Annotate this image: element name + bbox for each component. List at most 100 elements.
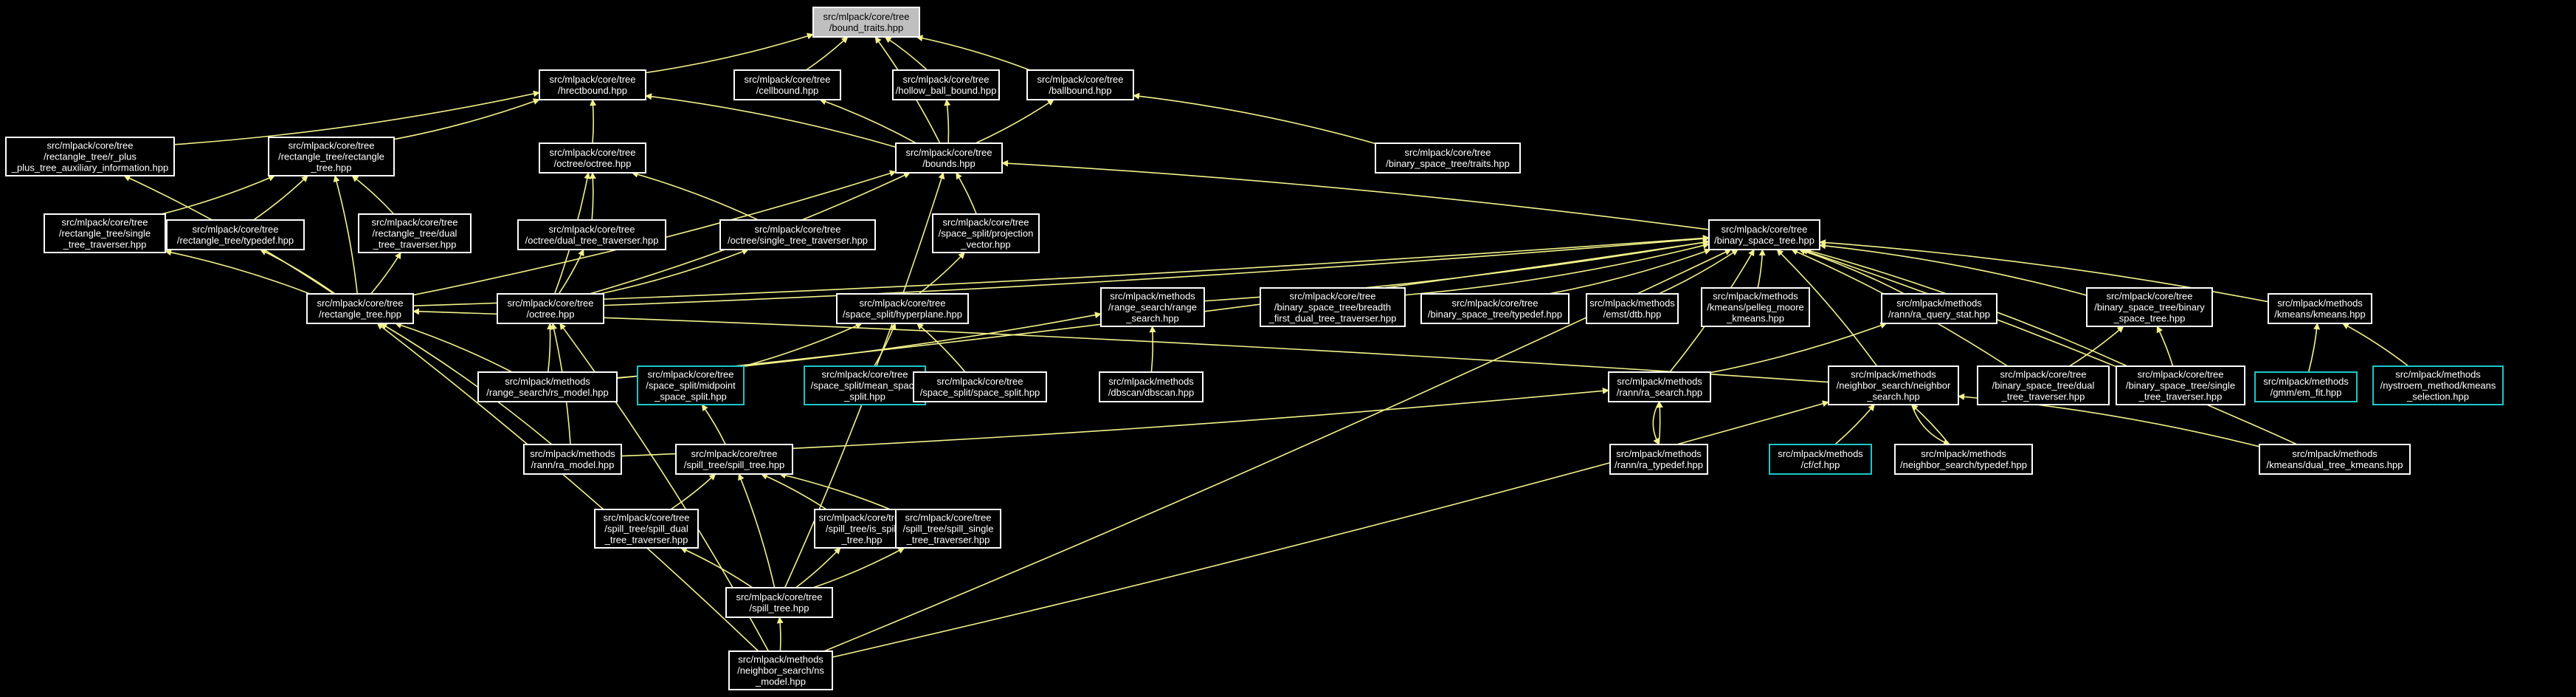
node-cf[interactable]: src/mlpack/methods/cf/cf.hpp <box>1769 444 1872 475</box>
node-kmeans[interactable]: src/mlpack/methods/kmeans/kmeans.hpp <box>2268 293 2372 324</box>
node-hyperplane[interactable]: src/mlpack/core/tree/space_split/hyperpl… <box>836 293 969 324</box>
node-box <box>5 137 175 176</box>
node-label-line: /binary_space_tree/traits.hpp <box>1386 158 1510 169</box>
node-label-line: /rectangle_tree/rectangle <box>278 151 384 162</box>
edge-ns_model-to-spill_tree <box>776 617 784 652</box>
node-bst-traits[interactable]: src/mlpack/core/tree/binary_space_tree/t… <box>1375 143 1521 174</box>
node-label-line: /neighbor_search/typedef.hpp <box>1900 459 2027 470</box>
node-label-line: src/mlpack/core/tree <box>317 298 403 309</box>
node-box <box>892 69 1000 100</box>
edge-nystroem-to-kmeans <box>2341 323 2409 367</box>
node-label-line: src/mlpack/methods <box>2395 369 2481 380</box>
edge-em_fit-to-kmeans <box>2307 323 2321 373</box>
node-bst-dual[interactable]: src/mlpack/core/tree/binary_space_tree/d… <box>1977 365 2110 405</box>
node-space-split[interactable]: src/mlpack/core/tree/space_split/space_s… <box>913 371 1047 402</box>
node-box <box>1769 444 1872 475</box>
edge-spill_dual-to-spill_spill <box>670 473 716 510</box>
node-ra-typedef[interactable]: src/mlpack/methods/rann/ra_typedef.hpp <box>1609 444 1708 475</box>
node-octree-single[interactable]: src/mlpack/core/tree/octree/single_tree_… <box>719 219 876 250</box>
node-bst-single[interactable]: src/mlpack/core/tree/binary_space_tree/s… <box>2116 365 2245 405</box>
node-mean-split[interactable]: src/mlpack/core/tree/space_split/mean_sp… <box>804 365 926 405</box>
node-box <box>166 219 305 250</box>
edge-spill_tree-to-spill_spill <box>738 473 776 588</box>
node-range-search[interactable]: src/mlpack/methods/range_search/range_se… <box>1100 287 1205 327</box>
node-box <box>2372 365 2504 405</box>
edge-spill_tree-to-spill_is <box>795 547 841 588</box>
node-ns-search[interactable]: src/mlpack/methods/neighbor_search/neigh… <box>1828 365 1959 405</box>
node-label-line: _tree_traverser.hpp <box>604 535 688 546</box>
node-projection[interactable]: src/mlpack/core/tree/space_split/project… <box>932 213 1040 253</box>
node-label-line: _vector.hpp <box>960 239 1010 250</box>
node-spill-spill[interactable]: src/mlpack/core/tree/spill_tree/spill_tr… <box>675 444 793 475</box>
node-rect-single[interactable]: src/mlpack/core/tree/rectangle_tree/sing… <box>44 213 166 253</box>
node-spill-tree[interactable]: src/mlpack/core/tree/spill_tree.hpp <box>725 587 833 618</box>
node-rect-dual[interactable]: src/mlpack/core/tree/rectangle_tree/dual… <box>358 213 472 253</box>
node-label-line: _space_tree.hpp <box>2113 313 2186 324</box>
node-nystroem[interactable]: src/mlpack/methods/nystroem_method/kmean… <box>2372 365 2504 405</box>
node-em-fit[interactable]: src/mlpack/methods/gmm/em_fit.hpp <box>2254 371 2358 402</box>
node-label-line: src/mlpack/core/tree <box>902 74 989 85</box>
edge-ns_search-to-ns_typedef <box>1910 404 1950 446</box>
node-octree-octree[interactable]: src/mlpack/core/tree/octree/octree.hpp <box>539 143 646 174</box>
node-emst[interactable]: src/mlpack/methods/emst/dtb.hpp <box>1586 293 1679 324</box>
node-box <box>268 137 395 176</box>
node-dual-tree-kmeans[interactable]: src/mlpack/methods/kmeans/dual_tree_kmea… <box>2259 444 2411 475</box>
edge-spill_single-to-spill_spill <box>778 472 897 512</box>
node-ballbound[interactable]: src/mlpack/core/tree/ballbound.hpp <box>1026 69 1134 100</box>
node-hrectbound[interactable]: src/mlpack/core/tree/hrectbound.hpp <box>539 69 646 100</box>
node-pelleg[interactable]: src/mlpack/methods/kmeans/pelleg_moore_k… <box>1701 287 1810 327</box>
node-box <box>733 69 841 100</box>
node-box <box>2086 287 2213 327</box>
node-r-plus-aux[interactable]: src/mlpack/core/tree/rectangle_tree/r_pl… <box>5 137 175 176</box>
node-bst-breadth[interactable]: src/mlpack/core/tree/binary_space_tree/b… <box>1260 287 1406 327</box>
node-rect-rect[interactable]: src/mlpack/core/tree/rectangle_tree/rect… <box>268 137 395 176</box>
edge-pelleg-to-bst <box>1757 249 1766 289</box>
node-label-line: /spill_tree/spill_dual <box>604 523 688 535</box>
edge-ra_search-to-ra_typedef <box>1652 401 1660 445</box>
node-box <box>44 213 166 253</box>
node-bst[interactable]: src/mlpack/core/tree/binary_space_tree.h… <box>1708 219 1820 250</box>
nodes-layer: src/mlpack/core/tree/bound_traits.hppsrc… <box>5 7 2504 690</box>
edge-hyperplane-to-projection <box>918 252 965 295</box>
node-bst-bst[interactable]: src/mlpack/core/tree/binary_space_tree/b… <box>2086 287 2213 327</box>
node-label-line: _split.hpp <box>843 391 885 402</box>
node-octree[interactable]: src/mlpack/core/tree/octree.hpp <box>497 293 604 324</box>
edge-bst-to-bounds <box>1001 159 1710 230</box>
node-box <box>1708 219 1820 250</box>
node-ra-model[interactable]: src/mlpack/methods/rann/ra_model.hpp <box>523 444 622 475</box>
node-rectangle-tree[interactable]: src/mlpack/core/tree/rectangle_tree.hpp <box>306 293 414 324</box>
node-dbscan[interactable]: src/mlpack/methods/dbscan/dbscan.hpp <box>1099 371 1204 402</box>
node-spill-dual[interactable]: src/mlpack/core/tree/spill_tree/spill_du… <box>594 509 699 549</box>
node-ns-model[interactable]: src/mlpack/methods/neighbor_search/ns_mo… <box>728 650 833 690</box>
node-bounds[interactable]: src/mlpack/core/tree/bounds.hpp <box>895 143 1003 174</box>
node-ra-search[interactable]: src/mlpack/methods/rann/ra_search.hpp <box>1608 371 1711 402</box>
edge-ns_model-to-ns_search <box>832 400 1829 658</box>
node-label-line: /rectangle_tree.hpp <box>319 309 401 320</box>
node-label-line: src/mlpack/core/tree <box>647 369 733 380</box>
edge-ra_typedef-to-ra_search <box>1656 401 1663 445</box>
node-rect-typedef[interactable]: src/mlpack/core/tree/rectangle_tree/type… <box>166 219 305 250</box>
node-box <box>497 293 604 324</box>
node-ra-query-stat[interactable]: src/mlpack/methods/rann/ra_query_stat.hp… <box>1881 293 1997 324</box>
node-box <box>477 371 618 402</box>
node-hollow-ball-bound[interactable]: src/mlpack/core/tree/hollow_ball_bound.h… <box>892 69 1000 100</box>
node-spill-single[interactable]: src/mlpack/core/tree/spill_tree/spill_si… <box>895 509 1001 549</box>
node-midpoint[interactable]: src/mlpack/core/tree/space_split/midpoin… <box>637 365 745 405</box>
edge-rs_model-to-rectangle_tree <box>395 322 513 373</box>
node-label-line: _selection.hpp <box>2406 391 2469 402</box>
node-octree-dual[interactable]: src/mlpack/core/tree/octree/dual_tree_tr… <box>517 219 666 250</box>
edge-rect_typedef-to-rect_rect <box>253 175 308 221</box>
node-ns-typedef[interactable]: src/mlpack/methods/neighbor_search/typed… <box>1894 444 2033 475</box>
node-label-line: src/mlpack/methods <box>1110 291 1195 302</box>
node-box <box>895 143 1003 174</box>
node-rs-model[interactable]: src/mlpack/methods/range_search/rs_model… <box>477 371 618 402</box>
node-label-line: _model.hpp <box>755 676 806 687</box>
node-label-line: /bound_traits.hpp <box>829 22 903 33</box>
node-label-line: src/mlpack/core/tree <box>288 140 374 151</box>
node-label-line: src/mlpack/methods <box>1617 376 1702 387</box>
node-bst-typedef[interactable]: src/mlpack/core/tree/binary_space_tree/t… <box>1420 293 1570 324</box>
node-spill-is[interactable]: src/mlpack/core/tree/spill_tree/is_spill… <box>814 509 910 549</box>
node-cellbound[interactable]: src/mlpack/core/tree/cellbound.hpp <box>733 69 841 100</box>
node-label-line: /kmeans/pelleg_moore <box>1707 302 1804 313</box>
